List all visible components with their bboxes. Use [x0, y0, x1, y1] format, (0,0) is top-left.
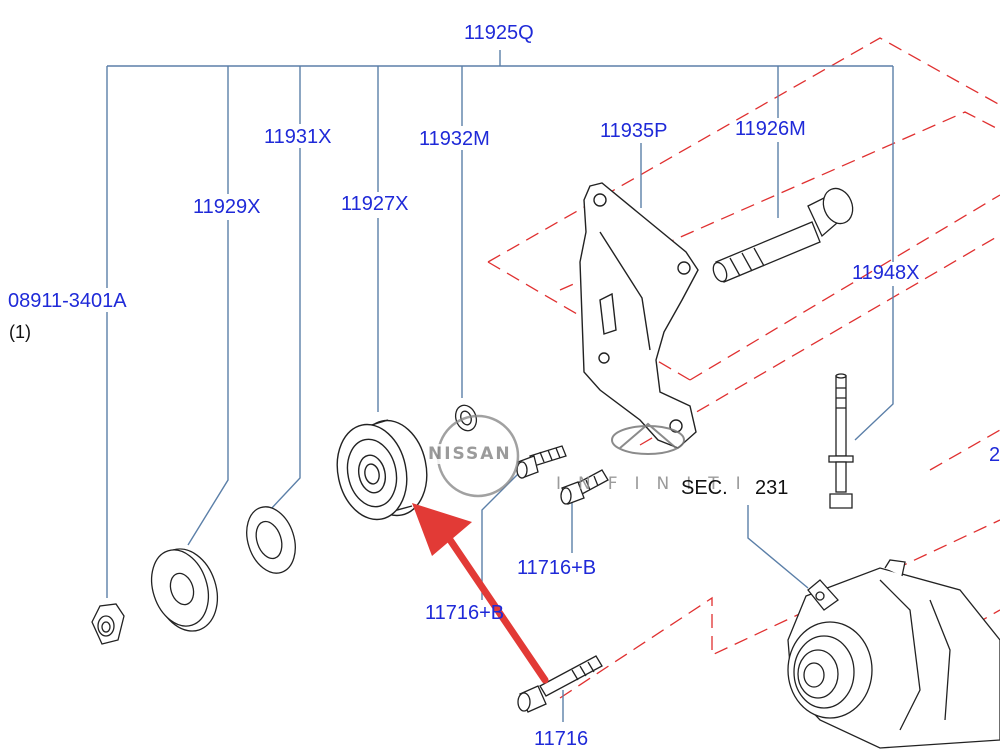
alternator-part — [787, 559, 1000, 749]
label-11926m[interactable]: 11926M — [735, 118, 806, 140]
label-11929x[interactable]: 11929X — [193, 196, 261, 218]
leader-lines — [106, 50, 894, 722]
label-sec-prefix[interactable]: SEC. — [681, 477, 728, 499]
red-arrow-icon — [412, 503, 549, 684]
bolt-11926m-part — [712, 187, 854, 283]
bolt-11716-part — [517, 655, 603, 713]
bolt-11716b-upper-part — [516, 445, 567, 479]
washer-11931x-part — [246, 506, 296, 574]
label-11948x[interactable]: 11948X — [852, 262, 920, 284]
label-sec-number[interactable]: 231 — [755, 477, 789, 499]
pulley-11927x-part — [336, 419, 428, 521]
label-11716[interactable]: 11716 — [534, 728, 589, 750]
label-11931x[interactable]: 11931X — [264, 126, 332, 148]
label-edge-fragment: 2 — [989, 444, 1000, 466]
bolt-11716b-right-part — [560, 469, 609, 505]
washer-11929x-part — [150, 548, 218, 632]
label-quantity: (1) — [9, 322, 31, 342]
label-11927x[interactable]: 11927X — [341, 193, 409, 215]
label-08911-3401a[interactable]: 08911-3401A — [8, 290, 127, 312]
infiniti-watermark-text: INFINITI — [556, 474, 758, 494]
bolt-11948x-part — [828, 373, 854, 509]
nut-part — [91, 603, 125, 645]
nissan-watermark-text: NISSAN — [427, 444, 513, 464]
infiniti-logo-icon — [611, 422, 685, 455]
label-11716b-left[interactable]: 11716+B — [425, 602, 505, 624]
label-11932m[interactable]: 11932M — [419, 128, 490, 150]
bracket-11935p-part — [579, 182, 699, 449]
label-11925q[interactable]: 11925Q — [464, 22, 534, 44]
label-11935p[interactable]: 11935P — [600, 120, 668, 142]
label-11716b-right[interactable]: 11716+B — [517, 557, 597, 579]
